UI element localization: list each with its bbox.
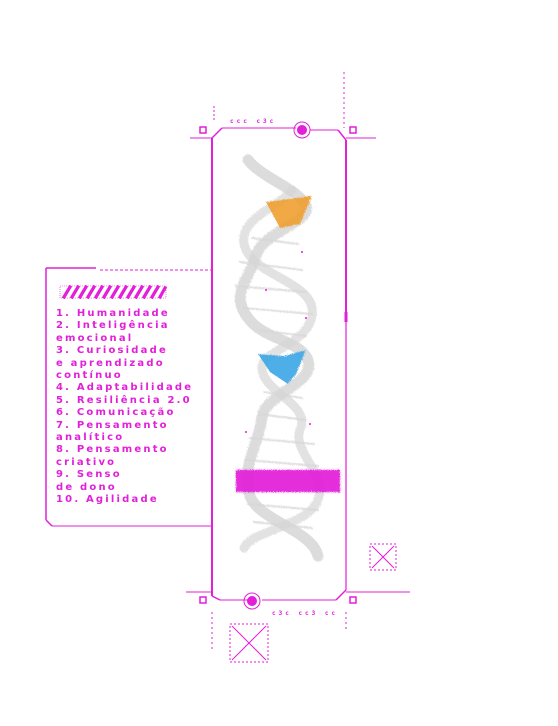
- bottom-cap: [186, 591, 410, 652]
- orange-band: [266, 196, 312, 228]
- list-item: 2. Inteligência: [56, 320, 170, 332]
- x-box-icon: [229, 623, 269, 663]
- x-box-icon: [369, 543, 397, 571]
- list-item: 7. Pensamento: [56, 419, 169, 431]
- list-item: contínuo: [56, 370, 123, 382]
- list-item: 1. Humanidade: [56, 308, 170, 319]
- hatch-bar: [59, 284, 168, 300]
- helix-dots: [245, 251, 311, 433]
- list-item: 3. Curiosidade: [56, 345, 168, 357]
- list-panel-frame: [45, 267, 212, 527]
- list-item: 5. Resiliência 2.0: [56, 394, 192, 406]
- header-code: ccc c3c: [230, 118, 277, 125]
- dna-helix-icon: [234, 154, 340, 562]
- list-item: 9. Senso: [56, 469, 122, 481]
- list-item: 4. Adaptabilidade: [56, 382, 194, 394]
- list-item: 10. Agilidade: [56, 494, 159, 506]
- list-item: e aprendizado: [56, 357, 165, 369]
- blue-band: [258, 350, 306, 384]
- list-item: criativo: [56, 456, 117, 468]
- main-frame: [211, 127, 348, 601]
- list-item: de dono: [56, 481, 117, 493]
- list-item: analítico: [56, 432, 125, 444]
- magenta-band: [236, 470, 340, 492]
- list-item: 8. Pensamento: [56, 444, 169, 456]
- skills-list: 1. Humanidade 2. Inteligência emocional …: [56, 308, 206, 507]
- list-item: emocional: [56, 332, 134, 344]
- top-cap: [190, 72, 376, 139]
- footer-code: c3c cc3 cc: [272, 610, 339, 617]
- list-item: 6. Comunicação: [56, 407, 176, 419]
